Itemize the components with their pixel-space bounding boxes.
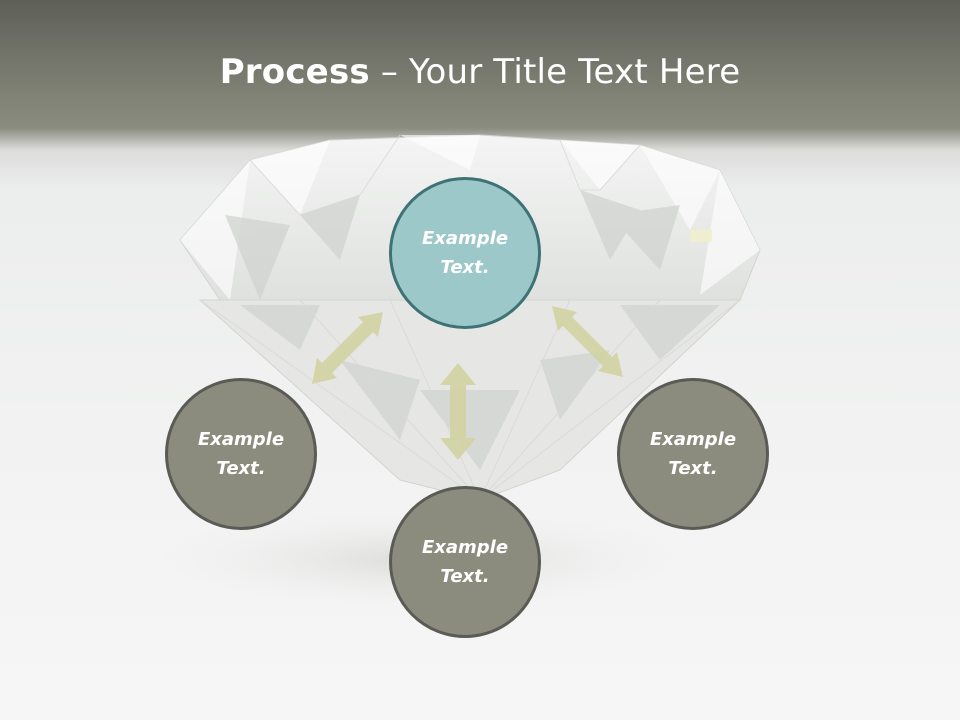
process-circle-bottom[interactable]: Example Text. — [389, 486, 541, 638]
center-double-arrow-icon — [440, 363, 476, 460]
circle-top-line2: Text. — [440, 257, 490, 278]
circle-left-line2: Text. — [216, 458, 266, 479]
circle-left-line1: Example — [197, 429, 285, 450]
process-circle-top[interactable]: Example Text. — [389, 177, 541, 329]
circle-right-line1: Example — [649, 429, 737, 450]
process-circle-left[interactable]: Example Text. — [165, 378, 317, 530]
circle-bottom-line1: Example — [421, 537, 509, 558]
left-double-arrow-icon — [312, 312, 383, 384]
slide-title-rest: – Your Title Text Here — [369, 52, 741, 92]
circle-right-line2: Text. — [668, 458, 718, 479]
process-circle-right[interactable]: Example Text. — [617, 378, 769, 530]
circle-bottom-line2: Text. — [440, 566, 490, 587]
slide-title: Process – Your Title Text Here — [0, 52, 960, 92]
circle-top-line1: Example — [421, 228, 509, 249]
right-double-arrow-icon — [552, 306, 623, 377]
slide-title-bold: Process — [219, 52, 370, 92]
